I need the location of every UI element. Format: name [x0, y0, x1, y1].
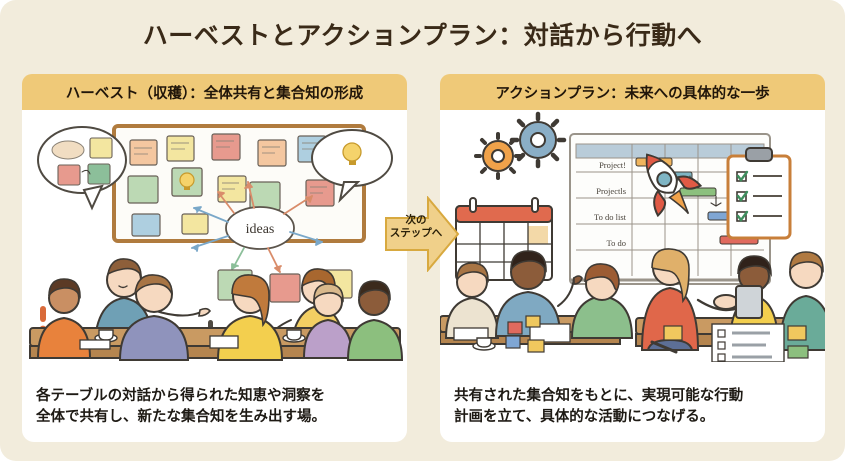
- gear-icons: [474, 111, 567, 180]
- ideas-bubble: [225, 206, 295, 250]
- panel-harvest-caption: 各テーブルの対話から得られた知恵や洞察を 全体で共有し、新たな集合知を生み出す場…: [22, 378, 407, 442]
- svg-text:ideas: ideas: [246, 222, 275, 237]
- action-plan-illustration: Project! Projectls To do list To do: [440, 110, 825, 362]
- panel-action-plan: アクションプラン：未来への具体的な一歩: [440, 74, 825, 442]
- panel-action-plan-header: アクションプラン：未来への具体的な一歩: [440, 74, 825, 110]
- table-participants: [29, 274, 404, 361]
- panel-harvest-header: ハーベスト（収穫）：全体共有と集合知の形成: [22, 74, 407, 110]
- harvest-illustration-svg: ideas: [22, 110, 407, 362]
- action-caption-line2: 計画を立て、具体的な活動につなげる。: [454, 408, 715, 425]
- clipboard-checklist-icon: [726, 147, 792, 240]
- gantt-row-label-2: To do list: [594, 212, 627, 222]
- radiating-arrows: [191, 181, 323, 273]
- action-caption-line1: 共有された集合知をもとに、実現可能な行動: [454, 387, 744, 404]
- lightbulb-note-icon: [171, 167, 203, 197]
- panel-harvest: ハーベスト（収穫）：全体共有と集合知の形成: [22, 74, 407, 442]
- next-step-arrow-shape: [385, 196, 460, 272]
- action-plan-illustration-svg: Project! Projectls To do list To do: [440, 110, 825, 362]
- next-step-arrow: 次の ステップへ: [384, 196, 460, 272]
- gantt-row-label-3: To do: [607, 238, 626, 248]
- page-title: ハーベストとアクションプラン：対話から行動へ: [142, 22, 703, 50]
- harvest-illustration: ideas: [22, 110, 407, 362]
- panel-action-plan-body: Project! Projectls To do list To do: [440, 110, 825, 442]
- planning-team: [440, 250, 634, 353]
- panel-action-plan-caption: 共有された集合知をもとに、実現可能な行動 計画を立て、具体的な活動につなげる。: [440, 378, 825, 442]
- harvest-caption-line1: 各テーブルの対話から得られた知恵や洞察を: [36, 387, 326, 404]
- gantt-row-label-1: Projectls: [596, 186, 626, 196]
- rocket-icon: [645, 153, 703, 218]
- gantt-row-label-0: Project!: [599, 160, 626, 170]
- idea-bubble-right: [311, 129, 393, 204]
- speech-bubble-notes: [37, 126, 127, 211]
- harvest-caption-line2: 全体で共有し、新たな集合知を生み出す場。: [36, 408, 326, 425]
- panel-harvest-body: ideas: [22, 110, 407, 442]
- handshake-group: [635, 248, 825, 362]
